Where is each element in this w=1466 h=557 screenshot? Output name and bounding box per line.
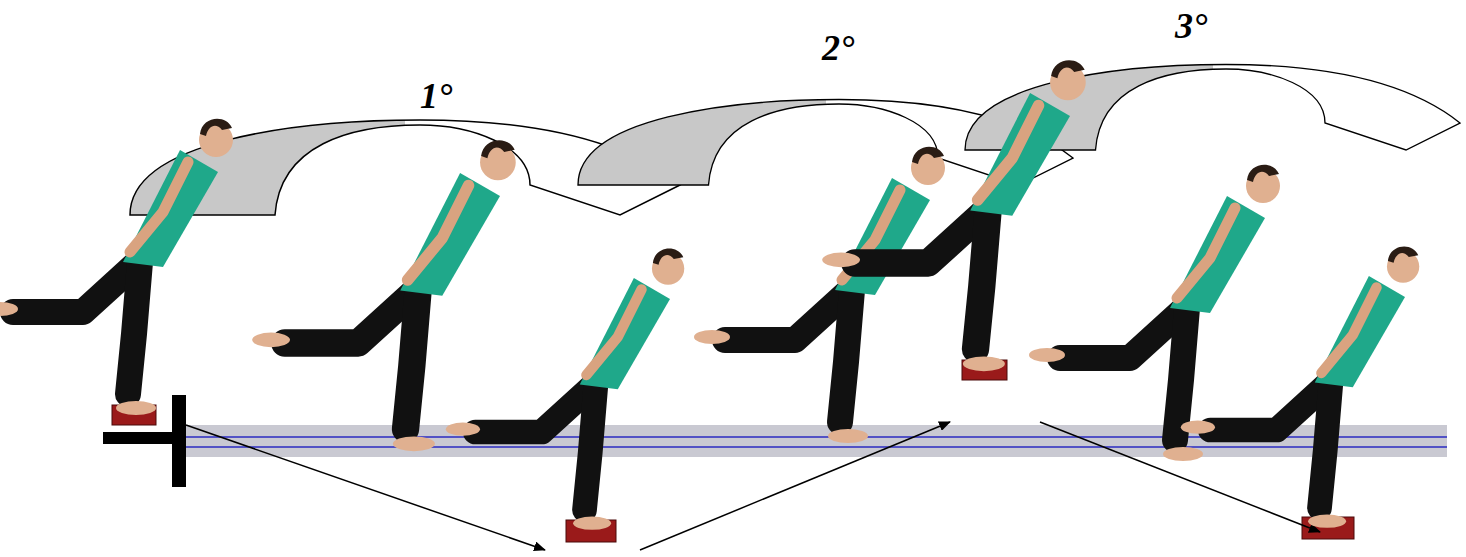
athlete xyxy=(1181,246,1419,527)
athlete xyxy=(822,60,1086,371)
athlete xyxy=(1029,165,1280,461)
athlete xyxy=(0,119,233,415)
phase-number: 1° xyxy=(420,78,452,114)
contact-arrow xyxy=(640,422,950,550)
phase-number: 3° xyxy=(1175,8,1207,44)
athlete xyxy=(446,248,684,529)
athlete xyxy=(694,147,945,443)
phase-number: 2° xyxy=(822,30,854,66)
take-off-board xyxy=(172,395,186,487)
athlete xyxy=(252,140,516,451)
take-off-board xyxy=(103,432,173,444)
